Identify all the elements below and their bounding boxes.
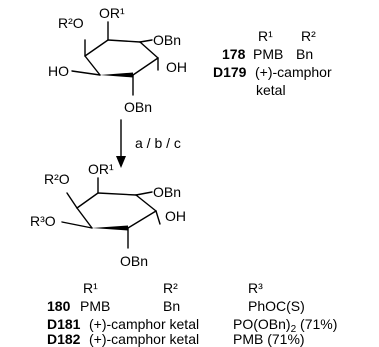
label-oh: OH <box>166 59 187 75</box>
bond-c-obn <box>139 39 153 43</box>
cell-r1: (+)-camphor ketal <box>89 331 200 347</box>
bond-c-ho <box>71 70 101 76</box>
cell-r1-line2: ketal <box>256 82 286 98</box>
cell-r1: PMB <box>253 46 284 62</box>
reaction-conditions: a / b / c <box>135 135 181 151</box>
ring-bond <box>76 207 93 229</box>
cell-r1: (+)-camphor <box>255 64 332 80</box>
header-r2: R² <box>163 280 178 296</box>
compound-id: 178 <box>222 46 246 62</box>
label-or1: OR¹ <box>99 5 125 21</box>
label-obn: OBn <box>153 184 181 200</box>
reaction-arrow: a / b / c <box>116 119 181 168</box>
ring-bond <box>132 57 159 76</box>
label-obn-bottom: OBn <box>124 99 152 115</box>
cell-r3: PhOC(S) <box>248 298 305 314</box>
label-obn: OBn <box>153 32 181 48</box>
label-or1: OR¹ <box>88 161 114 177</box>
bond-c-oh <box>155 210 161 225</box>
arrow-head <box>116 156 126 168</box>
top-molecule: R²O OR¹ OBn HO OH OBn <box>48 5 187 115</box>
label-obn-bottom: OBn <box>120 253 148 269</box>
cell-r2: Bn <box>163 298 181 314</box>
header-r2: R² <box>301 28 316 44</box>
bond-c-r2o <box>66 192 78 209</box>
ring-bond <box>107 39 141 43</box>
ring-bond <box>84 39 109 57</box>
ring-bold-bond <box>92 225 128 231</box>
compound-id: D179 <box>213 64 247 80</box>
label-r3o: R³O <box>30 213 56 229</box>
header-r1: R¹ <box>83 280 98 296</box>
bond-c-obn <box>135 191 153 196</box>
compound-id: D181 <box>47 316 81 332</box>
ring-bond <box>76 192 99 209</box>
label-r2o: R²O <box>58 15 84 31</box>
header-r1: R¹ <box>258 28 273 44</box>
compound-id: D182 <box>47 331 81 347</box>
label-ho: HO <box>48 63 69 79</box>
cell-r2: Bn <box>296 46 314 62</box>
label-r2o: R²O <box>44 171 70 187</box>
cell-r1: (+)-camphor ketal <box>89 316 200 332</box>
label-oh: OH <box>165 208 186 224</box>
header-r3: R³ <box>248 280 263 296</box>
ring-bond <box>84 55 101 76</box>
bond-c-r3o <box>61 221 93 229</box>
bottom-molecule: R²O OR¹ OBn R³O OH OBn <box>30 161 186 269</box>
cell-r1: PMB <box>80 298 111 314</box>
top-substituent-table: R¹ R² 178 PMB Bn D179 (+)-camphor ketal <box>0 0 379 120</box>
cell-r3: PO(OBn)2 (71%) <box>233 316 338 335</box>
ring-bold-bond <box>100 72 133 78</box>
ring-bond <box>97 192 137 196</box>
ring-bond <box>135 194 157 212</box>
ring-bond <box>127 210 157 229</box>
compound-id: 180 <box>47 298 71 314</box>
cell-r3: PMB (71%) <box>233 331 305 347</box>
ring-bond <box>139 41 159 59</box>
